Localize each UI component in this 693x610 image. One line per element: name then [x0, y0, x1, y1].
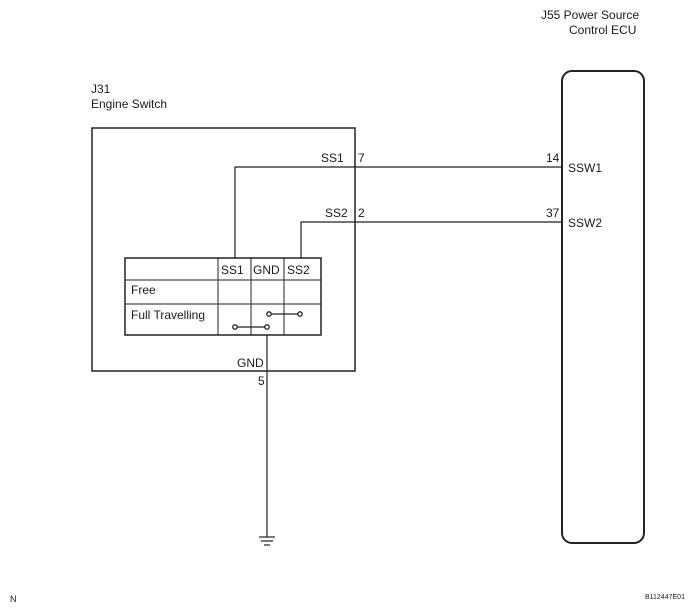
terminal-gnd-number: 5: [258, 374, 265, 388]
ecu-pin-name-1: SSW1: [568, 161, 603, 175]
ecu-pin-name-2: SSW2: [568, 216, 603, 230]
terminal-ss1-number: 7: [358, 151, 365, 165]
ecu-pin-number-2: 37: [546, 206, 560, 220]
table-header-gnd: GND: [253, 263, 280, 277]
table-row-free: Free: [131, 283, 156, 297]
wire-ss1: [234, 166, 562, 258]
terminal-ss2-number: 2: [358, 206, 365, 220]
terminal-ss2-name: SS2: [325, 206, 348, 220]
terminal-gnd-name: GND: [237, 356, 264, 370]
ecu-pin-number-1: 14: [546, 151, 560, 165]
table-header-ss2: SS2: [287, 263, 310, 277]
ground-icon: [259, 536, 275, 546]
ecu-title-line2: Control ECU: [569, 23, 637, 37]
table-row-full-travelling: Full Travelling: [131, 308, 206, 322]
switch-title-line1: J31: [91, 82, 111, 96]
continuity-marker-gnd-ss2: [266, 311, 303, 317]
engine-switch-box: [91, 127, 356, 372]
switch-title-line2: Engine Switch: [91, 97, 168, 111]
table-header-ss1: SS1: [221, 263, 244, 277]
footer-right-code: B112447E01: [645, 594, 685, 601]
terminal-ss1-name: SS1: [321, 151, 344, 165]
ecu-box: [561, 70, 645, 544]
wire-ss2: [300, 221, 562, 258]
footer-left-code: N: [10, 594, 17, 604]
switch-table-grid: [124, 257, 322, 336]
ecu-title-line1: J55 Power Source: [541, 8, 640, 22]
continuity-marker-ss1-gnd: [232, 324, 270, 330]
